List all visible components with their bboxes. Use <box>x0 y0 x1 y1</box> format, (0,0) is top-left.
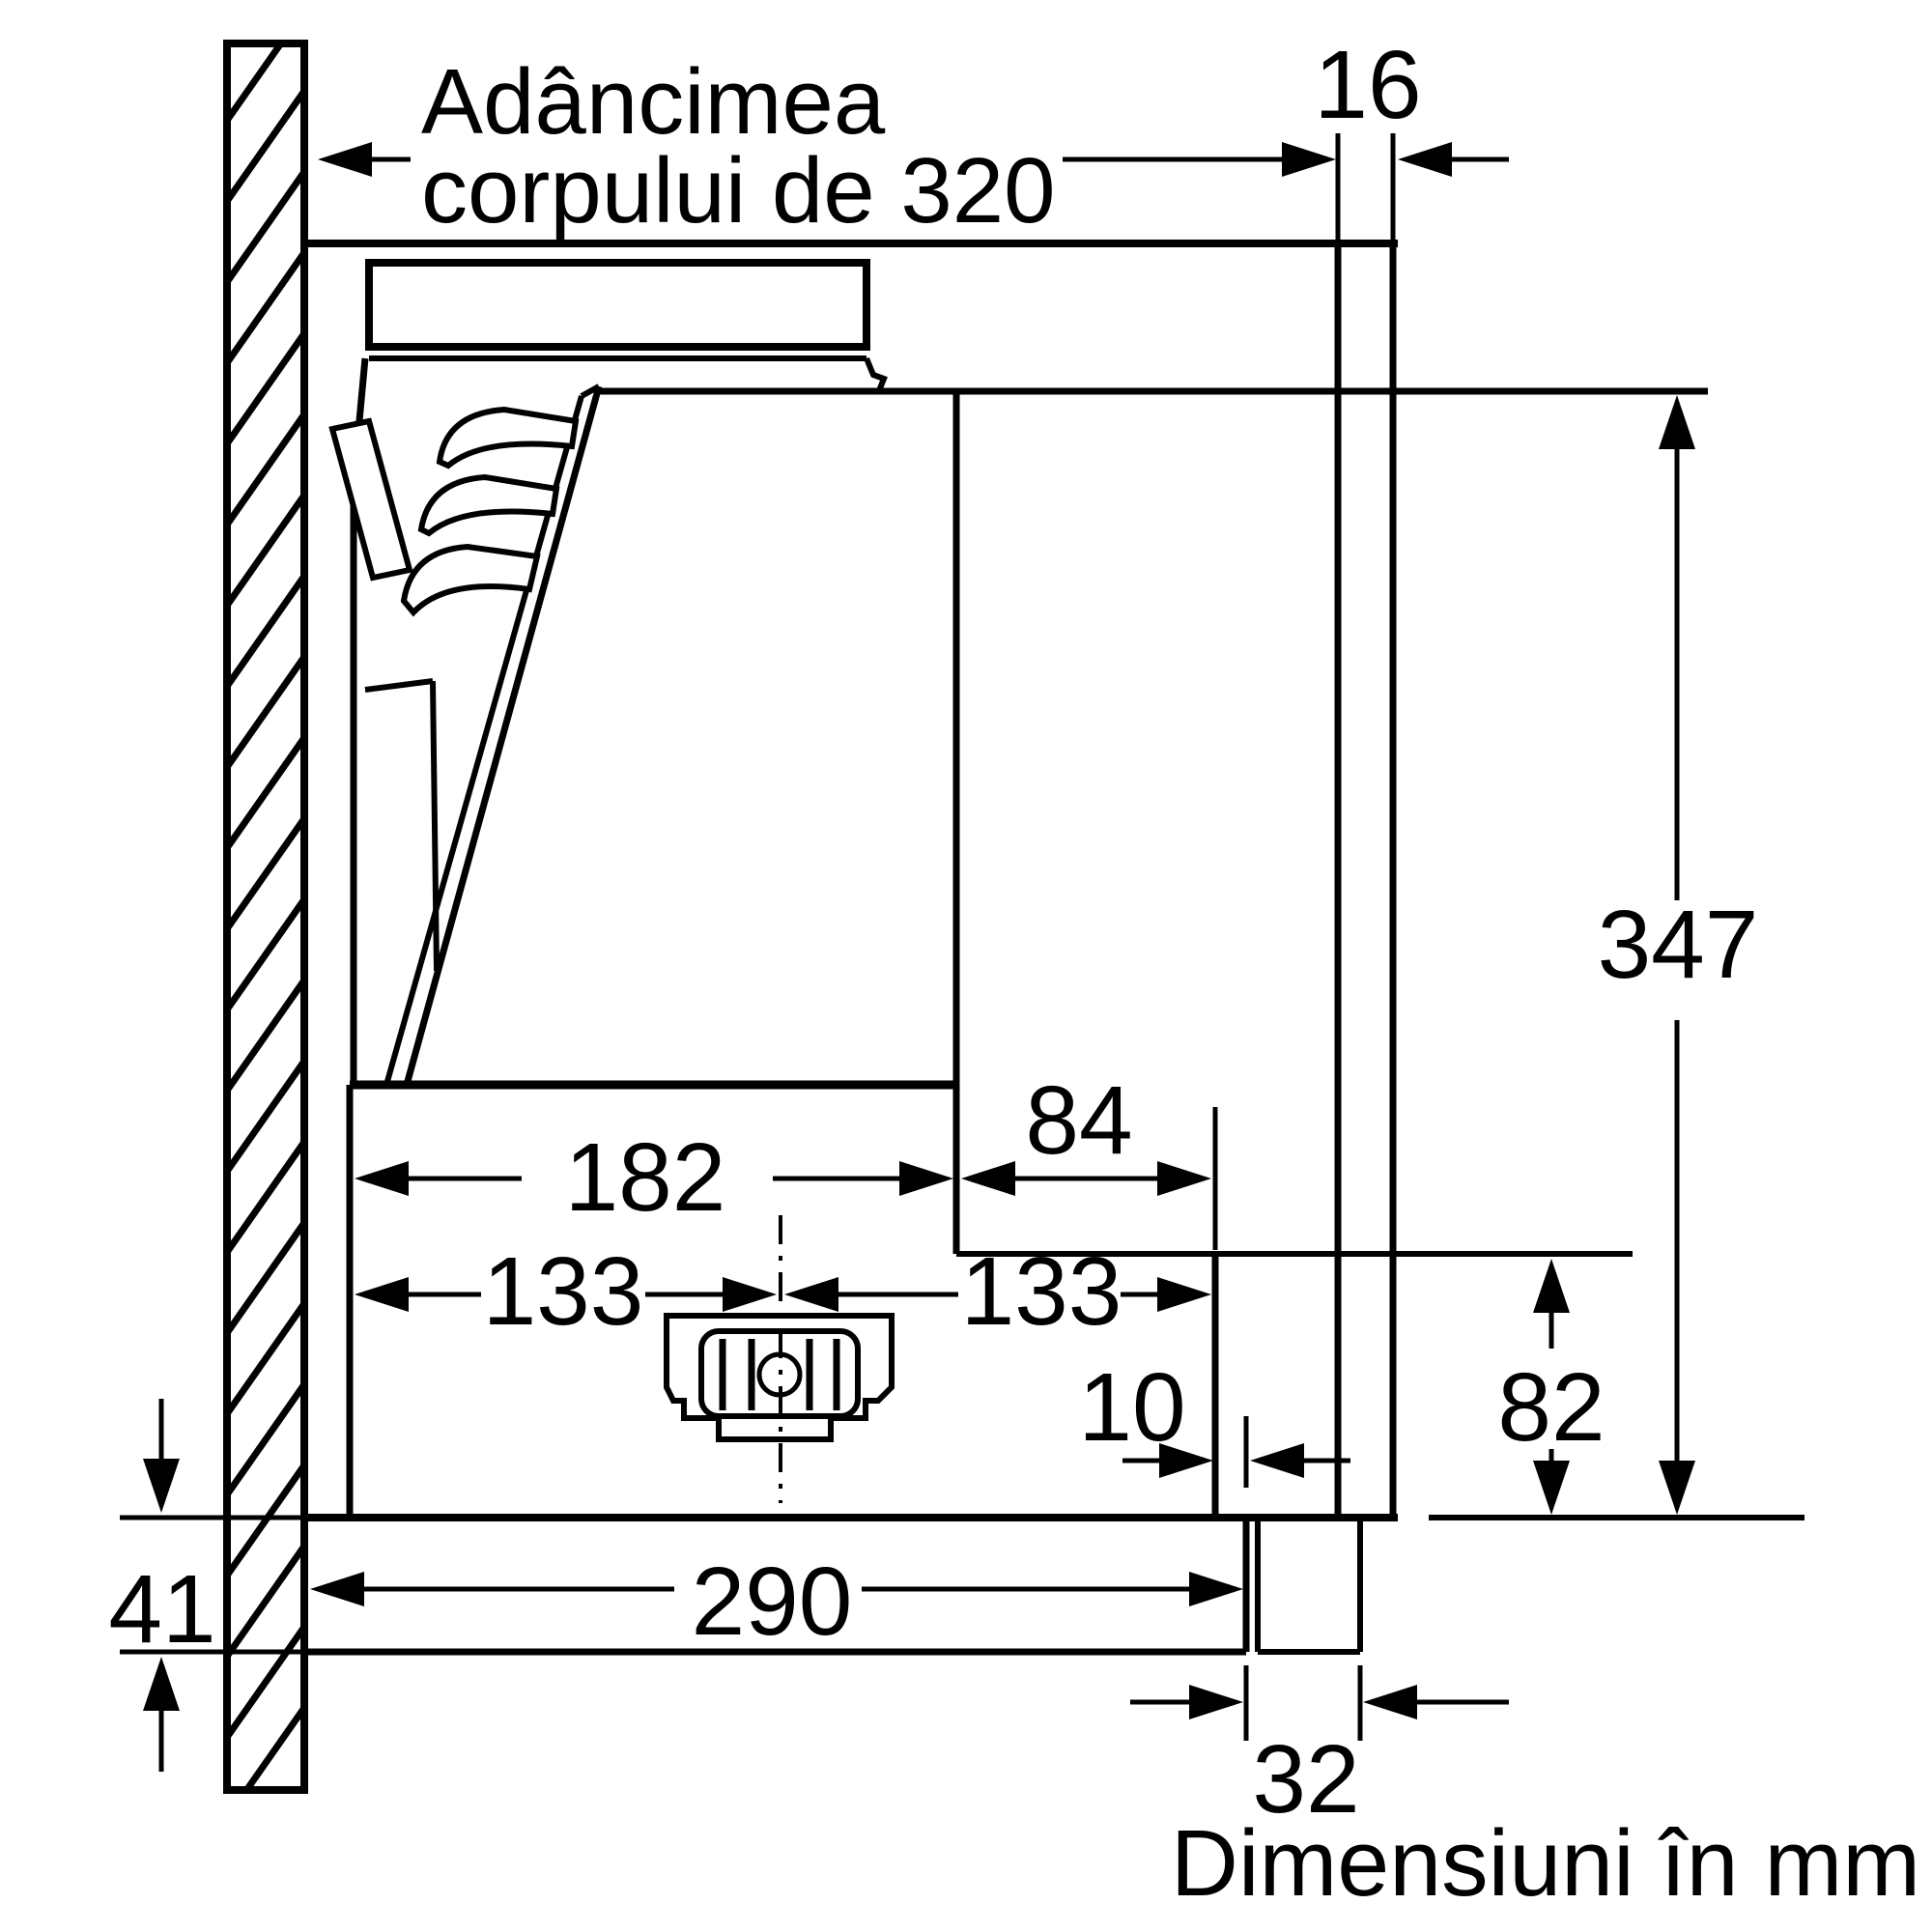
arrowhead-right <box>1189 1685 1243 1719</box>
dimension-10: 10 <box>1078 1353 1350 1488</box>
arrowhead-left <box>355 1161 409 1196</box>
dimension-84: 84 <box>961 1066 1218 1250</box>
filter-blade-1 <box>436 406 580 469</box>
arrowhead-down <box>143 1459 180 1513</box>
cassette-front-edge <box>430 680 440 972</box>
dimension-290: 290 <box>310 1548 1243 1656</box>
arrowhead-left <box>1398 142 1452 177</box>
blower-box <box>365 259 870 351</box>
arrowhead-down <box>1533 1461 1570 1515</box>
arrowhead-left <box>355 1277 409 1312</box>
dimension-182: 182 <box>355 1123 953 1232</box>
body-notch <box>864 356 888 395</box>
arrowhead-right <box>899 1161 953 1196</box>
arrowhead-right <box>1282 142 1336 177</box>
arrowhead-center-left <box>784 1277 838 1312</box>
dimension-depth-320: Adâncimea corpului de 320 <box>318 50 1336 242</box>
cabinet-outline <box>304 240 1398 1521</box>
filter-blades <box>364 406 580 972</box>
arrowhead-right <box>1157 1161 1211 1196</box>
wall-section <box>223 40 308 1794</box>
wall-outline <box>223 40 308 1794</box>
arrowhead-left <box>310 1572 364 1606</box>
label-347: 347 <box>1598 891 1759 999</box>
dimension-133-left: 133 <box>355 1237 777 1346</box>
label-32: 32 <box>1252 1725 1359 1833</box>
arrowhead-down <box>1659 1461 1695 1515</box>
label-10: 10 <box>1078 1353 1185 1462</box>
filter-blade-2 <box>417 473 560 537</box>
filter-blade-3 <box>400 543 541 617</box>
cassette-front-top <box>364 678 434 693</box>
dimension-41: 41 <box>108 1399 307 1772</box>
hood-body <box>304 259 1708 1656</box>
power-connector <box>664 1215 895 1503</box>
pullout-strip <box>304 1518 1250 1656</box>
annotation-line2: corpului de 320 <box>421 139 1055 242</box>
arrowhead-right <box>1157 1277 1211 1312</box>
arrowhead-up <box>1533 1259 1570 1313</box>
arrowhead-left <box>318 142 372 177</box>
dimension-347: 347 <box>1429 395 1804 1520</box>
arrowhead-up <box>1659 395 1695 449</box>
label-82: 82 <box>1497 1353 1605 1462</box>
arrowhead-left <box>1363 1685 1417 1719</box>
duct-piece <box>1255 1518 1363 1655</box>
arrowhead-left <box>1250 1443 1304 1478</box>
dimension-16: 16 <box>1314 31 1509 253</box>
arrowhead-right <box>1159 1443 1213 1478</box>
dimension-82: 82 <box>956 1251 1633 1515</box>
label-182: 182 <box>565 1123 726 1232</box>
label-84: 84 <box>1025 1066 1132 1175</box>
arrowhead-left <box>961 1161 1015 1196</box>
label-16: 16 <box>1314 31 1421 139</box>
arrowhead-center-right <box>723 1277 777 1312</box>
wall-hatch <box>227 43 304 1790</box>
label-41: 41 <box>108 1555 215 1663</box>
annotation-line1: Adâncimea <box>421 50 886 154</box>
label-133-left: 133 <box>483 1237 644 1346</box>
units-label: Dimensiuni în mm <box>1171 1810 1920 1916</box>
label-290: 290 <box>692 1548 853 1656</box>
dimension-32: 32 <box>1130 1665 1509 1833</box>
arrowhead-up <box>143 1657 180 1711</box>
arrowhead-right <box>1189 1572 1243 1606</box>
mounting-bracket <box>328 417 413 582</box>
